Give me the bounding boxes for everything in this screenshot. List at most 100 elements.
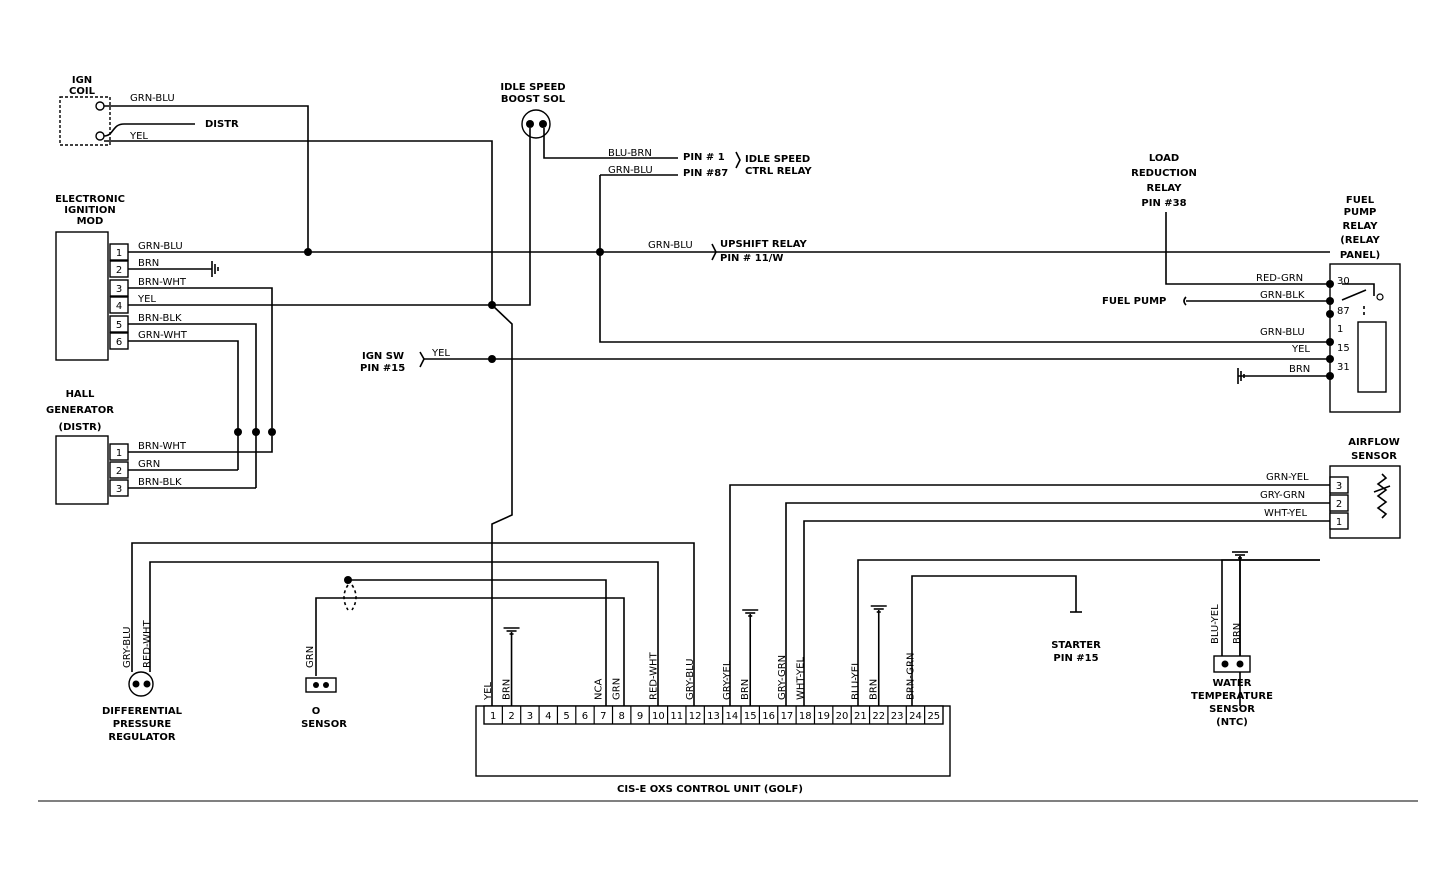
fp-relay-coil	[1357, 321, 1387, 393]
wt-wire-1: BLU-YEL	[1210, 604, 1221, 644]
wt-label-4: (NTC)	[1216, 717, 1248, 728]
control-unit-pin-number: 24	[909, 711, 922, 722]
o2-wire: GRN	[305, 646, 316, 668]
differential-pressure-regulator: DIFFERENTIAL PRESSURE REGULATOR	[102, 671, 183, 743]
control-unit-wire-label: RED-WHT	[648, 651, 659, 700]
junction-dot	[488, 301, 496, 309]
ign-mod-pin-wire: BRN-WHT	[138, 277, 187, 288]
airflow-label-1: AIRFLOW	[1348, 437, 1400, 448]
ign-mod-pin-number: 5	[116, 320, 122, 331]
hall-pin-number: 2	[116, 466, 122, 477]
af-wire-gry-grn: GRY-GRN	[1260, 490, 1305, 501]
control-unit-pin-number: 18	[799, 711, 812, 722]
wt-label-3: SENSOR	[1209, 704, 1255, 715]
af-wire-wht-yel: WHT-YEL	[1264, 508, 1307, 519]
control-unit-pin-number: 17	[781, 711, 794, 722]
upshift-relay-label-1: UPSHIFT RELAY	[720, 239, 808, 250]
control-unit-wire-label: BRN	[740, 679, 751, 700]
control-unit-pin-number: 10	[652, 711, 665, 722]
electronic-ignition-module: ELECTRONIC IGNITION MOD 1GRN-BLU2BRN3BRN…	[55, 194, 188, 361]
ign-mod-body	[55, 231, 109, 361]
coil-wire-bottom: YEL	[129, 131, 148, 142]
control-unit-pin-number: 3	[527, 711, 533, 722]
idle-ctrl-relay-label-2: CTRL RELAY	[745, 166, 812, 177]
control-unit-pin-number: 1	[490, 711, 496, 722]
water-temperature-sensor: WATER TEMPERATURE SENSOR (NTC)	[1191, 655, 1273, 728]
sol-wire-2: GRN-BLU	[608, 165, 653, 176]
control-unit-wire-label: BRN	[502, 679, 513, 700]
dpr-body	[128, 671, 154, 697]
junction-dot	[268, 428, 276, 436]
fp-relay-pin-number: 31	[1337, 362, 1350, 373]
control-unit-pin-number: 19	[817, 711, 830, 722]
control-unit-wire-label: WHT-YEL	[795, 657, 806, 700]
load-relay-label-2: REDUCTION	[1131, 168, 1197, 179]
fp-wire-grn-blu: GRN-BLU	[1260, 327, 1305, 338]
hall-generator: HALL GENERATOR (DISTR) 1BRN-WHT2GRN3BRN-…	[46, 389, 187, 505]
ign-mod-pin-wire: BRN-BLK	[138, 313, 182, 324]
load-relay-label-1: LOAD	[1149, 153, 1179, 164]
control-unit-pin-number: 16	[762, 711, 775, 722]
control-unit-pin-number: 8	[619, 711, 625, 722]
control-unit-pin-number: 9	[637, 711, 643, 722]
o2-label-1: O	[312, 706, 321, 717]
control-unit-pin-number: 11	[670, 711, 683, 722]
airflow-pin-number: 2	[1336, 499, 1342, 510]
ground-icon	[742, 609, 759, 617]
control-unit-wire-label: GRN	[612, 678, 623, 700]
starter-label-1: STARTER	[1051, 640, 1101, 651]
fp-relay-pin-number: 15	[1337, 343, 1350, 354]
ign-coil-terminal-bottom	[95, 131, 105, 141]
hall-pin-wire: BRN-BLK	[138, 477, 182, 488]
boost-sol-label-1: IDLE SPEED	[500, 82, 565, 93]
control-unit-wire-label: BLU-YEL	[850, 660, 861, 700]
ign-coil-label-2: COIL	[69, 86, 96, 97]
hall-label-1: HALL	[66, 389, 95, 400]
ground-icon	[211, 261, 219, 277]
airflow-pin-number: 1	[1336, 517, 1342, 528]
control-unit-wire-label: GRY-BLU	[685, 659, 696, 700]
junction-dot	[1326, 297, 1334, 305]
hall-pin-wire: GRN	[138, 459, 160, 470]
fp-relay-label-5: PANEL)	[1340, 250, 1380, 261]
fp-wire-yel: YEL	[1291, 344, 1310, 355]
wt-sensor-body	[1213, 655, 1251, 673]
ign-mod-label-2: IGNITION	[64, 205, 115, 216]
load-relay-label-4: PIN #38	[1141, 198, 1186, 209]
o2-sensor-body	[305, 677, 337, 693]
ign-coil-label-1: IGN	[72, 75, 92, 86]
sol-wire-1: BLU-BRN	[608, 148, 652, 159]
dpr-label-2: PRESSURE	[113, 719, 172, 730]
control-unit-wire-label: GRY-YEL	[722, 660, 733, 700]
control-unit-wire-label: YEL	[483, 682, 494, 701]
idle-ctrl-relay-label-1: IDLE SPEED	[745, 154, 810, 165]
hall-body	[55, 435, 109, 505]
fp-relay-label-2: PUMP	[1344, 207, 1377, 218]
control-unit-pin-number: 25	[927, 711, 940, 722]
control-unit-wire-label: GRY-GRN	[777, 655, 788, 700]
hall-label-2: GENERATOR	[46, 405, 114, 416]
ign-mod-pin-number: 6	[116, 337, 122, 348]
af-wire-grn-yel: GRN-YEL	[1266, 472, 1309, 483]
ign-coil-housing	[59, 96, 111, 146]
junction-dot	[234, 428, 242, 436]
load-relay-label-3: RELAY	[1147, 183, 1183, 194]
dpr-label-1: DIFFERENTIAL	[102, 706, 183, 717]
ign-mod-label-1: ELECTRONIC	[55, 194, 125, 205]
fuel-pump-label: FUEL PUMP	[1102, 296, 1166, 307]
junction-dot	[488, 355, 496, 363]
dpr-wire-1: GRY-BLU	[122, 627, 133, 668]
junction-dot	[304, 248, 312, 256]
fp-relay-label-3: RELAY	[1343, 221, 1379, 232]
o2-label-2: SENSOR	[301, 719, 347, 730]
boost-sol-label-2: BOOST SOL	[501, 94, 566, 105]
ign-mod-pin-wire: GRN-BLU	[138, 241, 183, 252]
hall-pin-number: 3	[116, 484, 122, 495]
control-unit-pin-number: 21	[854, 711, 867, 722]
airflow-sensor: AIRFLOW SENSOR 321	[1329, 437, 1401, 539]
fp-relay-label-4: (RELAY	[1340, 235, 1380, 246]
control-unit-pin-number: 6	[582, 711, 588, 722]
ground-icon	[870, 605, 887, 613]
